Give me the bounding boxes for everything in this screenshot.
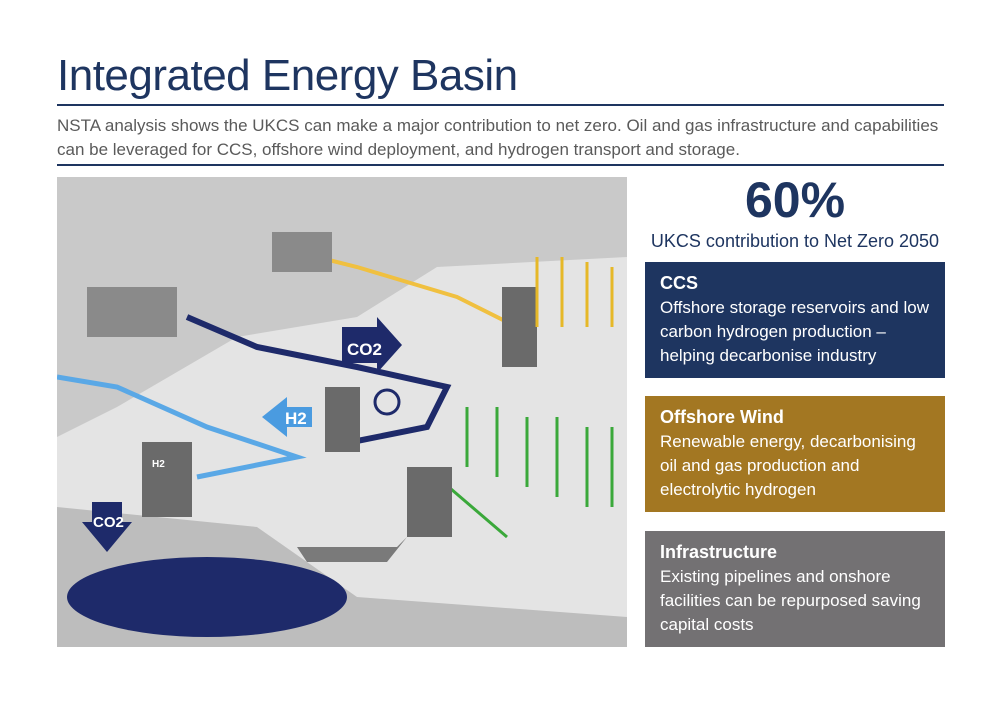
- co2-arrow-icon: [342, 317, 402, 373]
- card-title: Infrastructure: [660, 542, 778, 562]
- subtitle-divider: [57, 164, 944, 166]
- title-divider: [57, 104, 944, 106]
- co2-arrow-label: CO2: [347, 340, 382, 359]
- wind-farm-yellow: [535, 257, 614, 327]
- stat-label: UKCS contribution to Net Zero 2050: [650, 231, 940, 251]
- recycle-icon: [373, 388, 401, 416]
- page-title: Integrated Energy Basin: [57, 51, 518, 100]
- card-text: Renewable energy, decarbonising oil and …: [660, 432, 916, 499]
- platform-icon: [325, 387, 360, 452]
- industrial-plant-icon: [87, 287, 177, 337]
- h2-platform-label: H2: [152, 459, 165, 470]
- energy-basin-illustration: CO2 H2 CO2 H2: [57, 177, 627, 647]
- h2-platform-icon: [142, 442, 192, 517]
- co2-pipeline: [185, 314, 452, 450]
- wind-farm-green: [465, 407, 614, 507]
- card-title: CCS: [660, 273, 699, 293]
- lng-ship-icon: [297, 537, 407, 562]
- h2-pipeline: [57, 374, 307, 480]
- card-text: Offshore storage reservoirs and low carb…: [660, 298, 929, 365]
- stat-value: 60%: [744, 172, 846, 228]
- platform-icon: [502, 287, 537, 367]
- card-text: Existing pipelines and onshore facilitie…: [660, 567, 921, 634]
- coastline-land: [57, 177, 627, 437]
- h2-arrow-icon: [262, 397, 312, 437]
- power-station-icon: [272, 232, 332, 272]
- page-subtitle: NSTA analysis shows the UKCS can make a …: [57, 116, 939, 159]
- card-infrastructure: Infrastructure Existing pipelines and on…: [645, 531, 945, 647]
- co2-storage-arrow-icon: [82, 502, 132, 552]
- card-offshore-wind: Offshore Wind Renewable energy, decarbon…: [645, 396, 945, 512]
- co2-reservoir: [67, 557, 347, 637]
- card-title: Offshore Wind: [660, 407, 784, 427]
- h2-platform-icon: [407, 467, 452, 537]
- h2-arrow-label: H2: [285, 409, 307, 428]
- power-cable-yellow: [316, 255, 518, 329]
- card-ccs: CCS Offshore storage reservoirs and low …: [645, 262, 945, 378]
- co2-storage-label: CO2: [93, 514, 124, 531]
